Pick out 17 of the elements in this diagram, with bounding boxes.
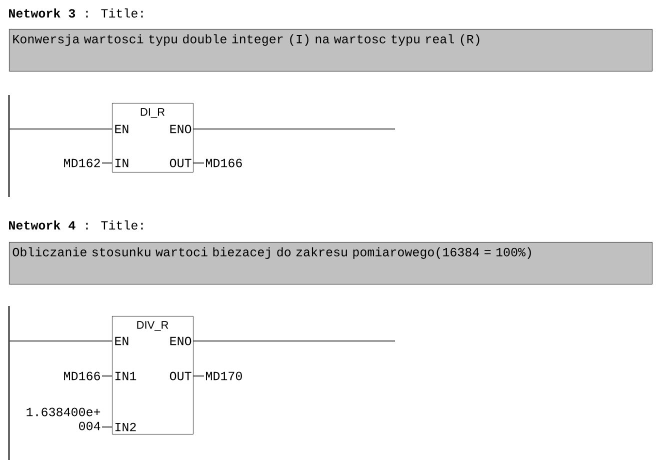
operand: MD162 bbox=[64, 158, 100, 168]
wire bbox=[193, 162, 204, 164]
wire bbox=[102, 162, 112, 164]
wire bbox=[193, 340, 396, 342]
operand: MD166 bbox=[206, 158, 242, 168]
function-block: DIV_R EN ENO IN1 OUT IN2 bbox=[112, 316, 194, 434]
network-heading: Network 4 : Title: bbox=[9, 220, 143, 230]
wire bbox=[9, 128, 112, 130]
operand: MD166 bbox=[64, 372, 100, 380]
wire bbox=[193, 128, 396, 130]
function-block: DI_R EN ENO IN OUT bbox=[112, 103, 194, 172]
wire bbox=[102, 426, 112, 428]
wire bbox=[9, 340, 112, 342]
comment-box: Konwersja wartosci typu double integer (I) na wartosc typu real (R) bbox=[9, 29, 652, 72]
operand: MD170 bbox=[206, 372, 242, 380]
comment-box: Obliczanie stosunku wartoci biezacej do zakresu pomiarowego(16384 = 100%) bbox=[9, 242, 652, 284]
operand: 1.638400e+ 004 bbox=[26, 408, 100, 430]
